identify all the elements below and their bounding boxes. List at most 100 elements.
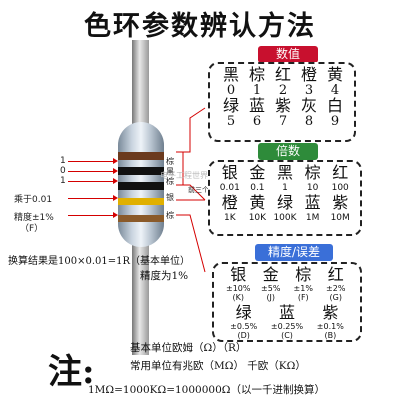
- precision-line: 精度为1%: [140, 270, 189, 282]
- digit-value: 7: [278, 114, 288, 129]
- arrow-head: [113, 168, 118, 174]
- arrow-line: [68, 215, 114, 216]
- multiplier-value: 100: [331, 183, 349, 193]
- digit-color: 灰: [300, 96, 317, 115]
- multiplier-value: 0.1: [250, 183, 265, 193]
- note-line-1: 基本单位欧姆（Ω）（R）: [130, 342, 247, 354]
- digit-color: 橙: [300, 65, 317, 84]
- resistor-body: [118, 122, 164, 247]
- multiplier-box: 银 金 黑 棕 红 0.01 0.1 1 10 100 橙 黄 绿 蓝 紫 1K…: [208, 160, 362, 236]
- digit-value: 2: [278, 83, 288, 98]
- tolerance-code-label: （F）: [20, 224, 44, 234]
- resistor-lead-top: [132, 40, 149, 124]
- result-line: 换算结果是100×0.01=1R（基本单位）: [8, 256, 191, 267]
- connector-line: [176, 214, 206, 273]
- tolerance-color: 金: [262, 265, 279, 284]
- tolerance-box: 银 金 棕 红 ±10% ±5% ±1% ±2% (K) (J) (F) (G)…: [212, 262, 362, 342]
- multiplier-color: 棕: [304, 163, 321, 182]
- digit-color: 紫: [274, 96, 291, 115]
- digits-box: 黑 棕 红 橙 黄 0 1 2 3 4 绿 蓝 紫 灰 白 5 6 7 8 9: [208, 62, 356, 142]
- connector-line: [176, 107, 206, 153]
- digits-grid: 黑 棕 红 橙 黄 0 1 2 3 4 绿 蓝 紫 灰 白 5 6 7 8 9: [218, 65, 348, 129]
- tolerance-percent: ±0.1%: [316, 322, 344, 331]
- band-color-name: 银: [166, 193, 174, 202]
- multiplier-value: 10M: [330, 213, 350, 223]
- multiplier-color: 金: [249, 163, 266, 182]
- note-heading: 注:: [48, 352, 95, 392]
- arrow-line: [68, 171, 114, 172]
- multiplier-grid: 银 金 黑 棕 红 0.01 0.1 1 10 100 橙 黄 绿 蓝 紫 1K…: [216, 164, 354, 224]
- digit-value: 6: [252, 114, 262, 129]
- digit-value: 1: [252, 83, 262, 98]
- tolerance-badge: 精度/误差: [255, 244, 333, 261]
- tolerance-percent: ±2%: [326, 284, 346, 293]
- digit-color: 白: [326, 96, 343, 115]
- multiplier-color: 橙: [221, 193, 238, 212]
- multiplier-value: 10: [306, 183, 319, 193]
- multiplier-color: 绿: [276, 193, 293, 212]
- band-color-name: 黑: [166, 167, 174, 176]
- multiplier-badge: 倍数: [258, 143, 318, 160]
- page-title: 色环参数辨认方法: [84, 11, 316, 42]
- tolerance-color: 棕: [295, 265, 312, 284]
- color-band-3: [118, 182, 164, 190]
- digit-color: 黄: [326, 65, 343, 84]
- digit-value: 3: [304, 83, 314, 98]
- bracket-line: [176, 151, 184, 186]
- multiplier-color: 红: [332, 163, 349, 182]
- color-band-5: [118, 215, 164, 222]
- digit-value: 0: [226, 83, 236, 98]
- multiplier-color: 黄: [249, 193, 266, 212]
- tolerance-color: 银: [230, 265, 247, 284]
- multiplier-label: 乘于0.01: [14, 195, 53, 205]
- multiplier-value: 10K: [248, 213, 267, 223]
- multiplier-value: 1: [282, 183, 288, 193]
- note-line-2: 常用单位有兆欧（MΩ） 千欧（KΩ）: [130, 360, 306, 372]
- tolerance-code: (G): [329, 293, 342, 302]
- note-line-3: 1MΩ=1000KΩ=1000000Ω（以一千进制换算）: [88, 384, 325, 396]
- color-band-1: [118, 152, 164, 160]
- tolerance-percent: ±1%: [293, 284, 313, 293]
- tolerance-code: (J): [266, 293, 276, 302]
- watermark: 电子工程世界: [160, 171, 208, 180]
- band-digit-1-label: 1: [60, 156, 66, 166]
- arrow-line: [68, 181, 114, 182]
- band-color-name: 棕: [166, 157, 174, 166]
- tolerance-label: 精度±1%: [14, 213, 54, 223]
- multiplier-color: 银: [221, 163, 238, 182]
- tolerance-code: (K): [232, 293, 245, 302]
- multiplier-value: 100K: [273, 213, 297, 223]
- tolerance-percent: ±10%: [226, 284, 251, 293]
- arrow-line: [68, 198, 114, 199]
- tolerance-color: 蓝: [278, 303, 295, 322]
- digit-value: 5: [226, 114, 236, 129]
- digit-value: 9: [330, 114, 340, 129]
- digit-value: 4: [330, 83, 340, 98]
- tolerance-color: 紫: [322, 303, 339, 322]
- digit-color: 黑: [222, 65, 239, 84]
- digit-value: 8: [304, 114, 314, 129]
- band-digit-3-label: 1: [60, 176, 66, 186]
- multiplier-color: 紫: [332, 193, 349, 212]
- multiplier-value: 0.01: [219, 183, 240, 193]
- multiplier-color: 黑: [276, 163, 293, 182]
- resistor-lead-bottom: [132, 245, 149, 355]
- arrow-head: [113, 212, 118, 218]
- color-band-2: [118, 167, 164, 175]
- digit-color: 红: [274, 65, 291, 84]
- tolerance-percent: ±0.25%: [270, 322, 304, 331]
- color-band-4: [118, 198, 164, 205]
- band-color-name: 棕: [166, 177, 174, 186]
- multiplier-value: 1K: [223, 213, 236, 223]
- tolerance-percent: ±5%: [261, 284, 281, 293]
- tolerance-grid-row1: 银 金 棕 红 ±10% ±5% ±1% ±2% (K) (J) (F) (G): [222, 265, 352, 303]
- digit-color: 棕: [248, 65, 265, 84]
- tolerance-color: 绿: [235, 303, 252, 322]
- multiplier-value: 1M: [305, 213, 320, 223]
- arrow-head: [113, 195, 118, 201]
- arrow-line: [68, 161, 114, 162]
- band-digit-2-label: 0: [60, 166, 66, 176]
- band-color-name: 棕: [166, 211, 174, 220]
